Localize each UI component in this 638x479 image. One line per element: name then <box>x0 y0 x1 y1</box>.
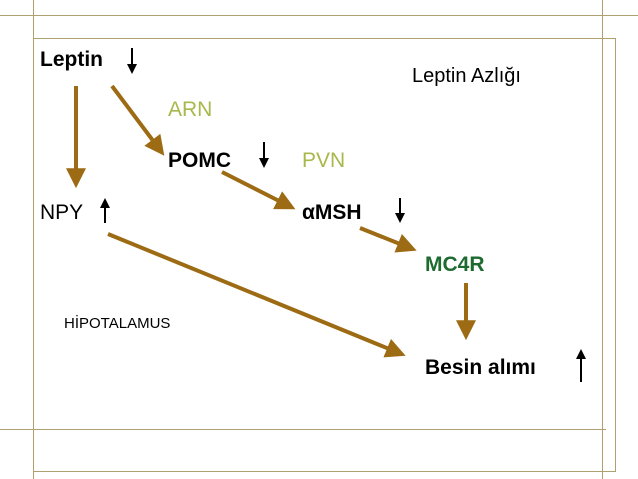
besin-alimi-label: Besin alımı <box>425 356 536 379</box>
mc4r-label: MC4R <box>425 253 485 276</box>
page-title: Leptin Azlığı <box>412 65 521 87</box>
arrow-leptin-to-pomc <box>110 84 165 156</box>
frame-content-top-line <box>33 38 616 39</box>
amsh-label: αMSH <box>302 201 362 224</box>
hipotalamus-label: HİPOTALAMUS <box>64 315 171 332</box>
besin-up-arrow-icon <box>576 349 586 382</box>
arrow-npy-to-besin <box>107 232 406 358</box>
pomc-label: POMC <box>168 149 231 172</box>
arrow-amsh-to-mc4r <box>359 226 417 253</box>
npy-up-arrow-icon <box>100 198 110 223</box>
frame-top-line <box>0 15 638 16</box>
arn-region-label: ARN <box>168 98 213 121</box>
leptin-down-arrow-icon <box>127 48 137 74</box>
frame-content-right-line <box>615 38 616 472</box>
amsh-down-arrow-icon <box>395 198 405 223</box>
arrow-pomc-to-amsh <box>221 170 296 210</box>
frame-left-line <box>33 0 34 479</box>
pomc-down-arrow-icon <box>259 142 269 168</box>
frame-divider-line <box>0 429 606 430</box>
pvn-region-label: PVN <box>302 149 346 172</box>
leptin-label: Leptin <box>40 48 103 71</box>
npy-label: NPY <box>40 201 84 224</box>
frame-bottom-line <box>33 471 616 472</box>
frame-right-line <box>602 0 603 479</box>
